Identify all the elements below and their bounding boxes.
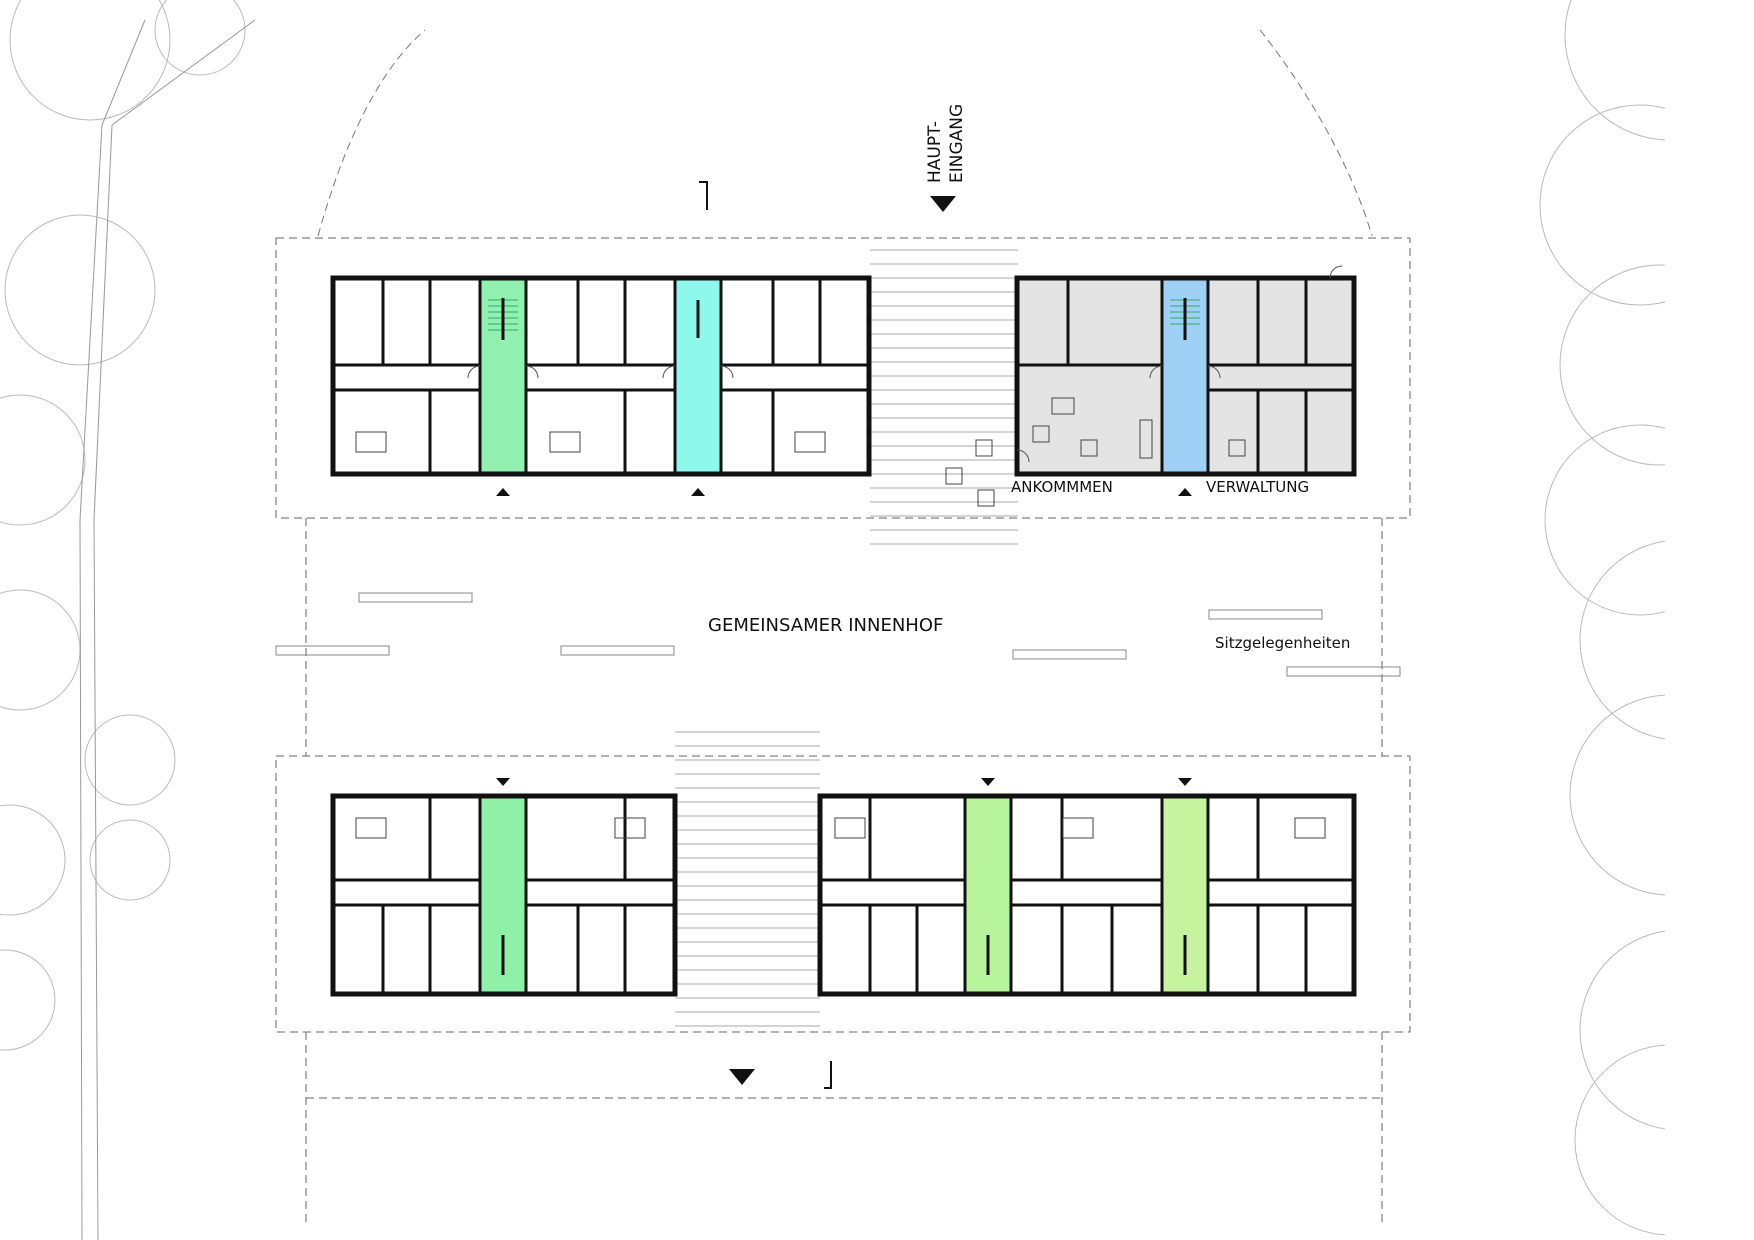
dining-table-icon [977,489,995,507]
path-left [79,19,256,1240]
tree-canopy-icon [89,819,171,901]
bench-icon [275,645,390,656]
tree-canopy-icon [154,0,246,76]
south-entrance-arrow-icon [729,1069,755,1085]
tree-canopy-icon [4,214,156,366]
main-entrance-arrow-icon [930,196,956,212]
north-building [330,265,1357,507]
right-mask [1665,0,1754,1240]
dining-table-icon [1080,439,1098,457]
dining-table-icon [1228,439,1246,457]
tree-canopy-icon [1559,264,1754,466]
forecourt-arc [317,29,1373,237]
dining-table-icon [614,817,646,839]
triangle-icon [496,778,510,786]
dining-table-icon [975,439,993,457]
dining-table-icon [794,431,826,453]
dining-table-icon [834,817,866,839]
bench-icon [1208,609,1323,620]
bench-icon [1012,649,1127,660]
dining-table-icon [549,431,581,453]
main-entrance-label-line2: EINGANG [947,104,967,183]
dining-table-icon [1032,425,1050,443]
common-area-arrival [1017,278,1162,474]
tree-canopy-icon [0,394,86,526]
dining-table-icon [945,467,963,485]
north-passage-stripes [870,249,1018,545]
bench-icon [1286,666,1401,677]
tree-canopy-icon [0,949,56,1051]
arrival-label: ANKOMMMEN [1011,478,1113,496]
sofa [1139,419,1153,459]
seating-label: Sitzgelegenheiten [1215,634,1350,652]
bench-icon [560,645,675,656]
trees-left [0,0,246,1051]
triangle-icon [1178,488,1192,496]
triangle-icon [1178,778,1192,786]
dining-table-icon [1062,817,1094,839]
main-entrance-label-line1: HAUPT- [925,121,945,183]
triangle-icon [981,778,995,786]
dining-table-icon [1294,817,1326,839]
tree-canopy-icon [0,804,66,916]
courtyard-benches [275,592,1401,677]
dining-table-icon [1051,397,1075,415]
entrance-markers [496,196,1192,1085]
triangle-icon [691,488,705,496]
common-area-admin [1208,278,1354,474]
courtyard-label: GEMEINSAMER INNENHOF [708,615,943,636]
administration-label: VERWALTUNG [1206,478,1309,496]
dining-table-icon [355,817,387,839]
south-building-east [817,793,1357,997]
tree-canopy-icon [9,0,171,121]
site-boundaries [275,237,1411,1225]
section-mark-icon [699,181,832,1089]
dining-table-icon [355,431,387,453]
bench-icon [358,592,473,603]
south-passage-stripes [675,731,820,1027]
triangle-icon [496,488,510,496]
tree-canopy-icon [84,714,176,806]
south-building-west [330,793,678,997]
tree-canopy-icon [0,589,81,711]
